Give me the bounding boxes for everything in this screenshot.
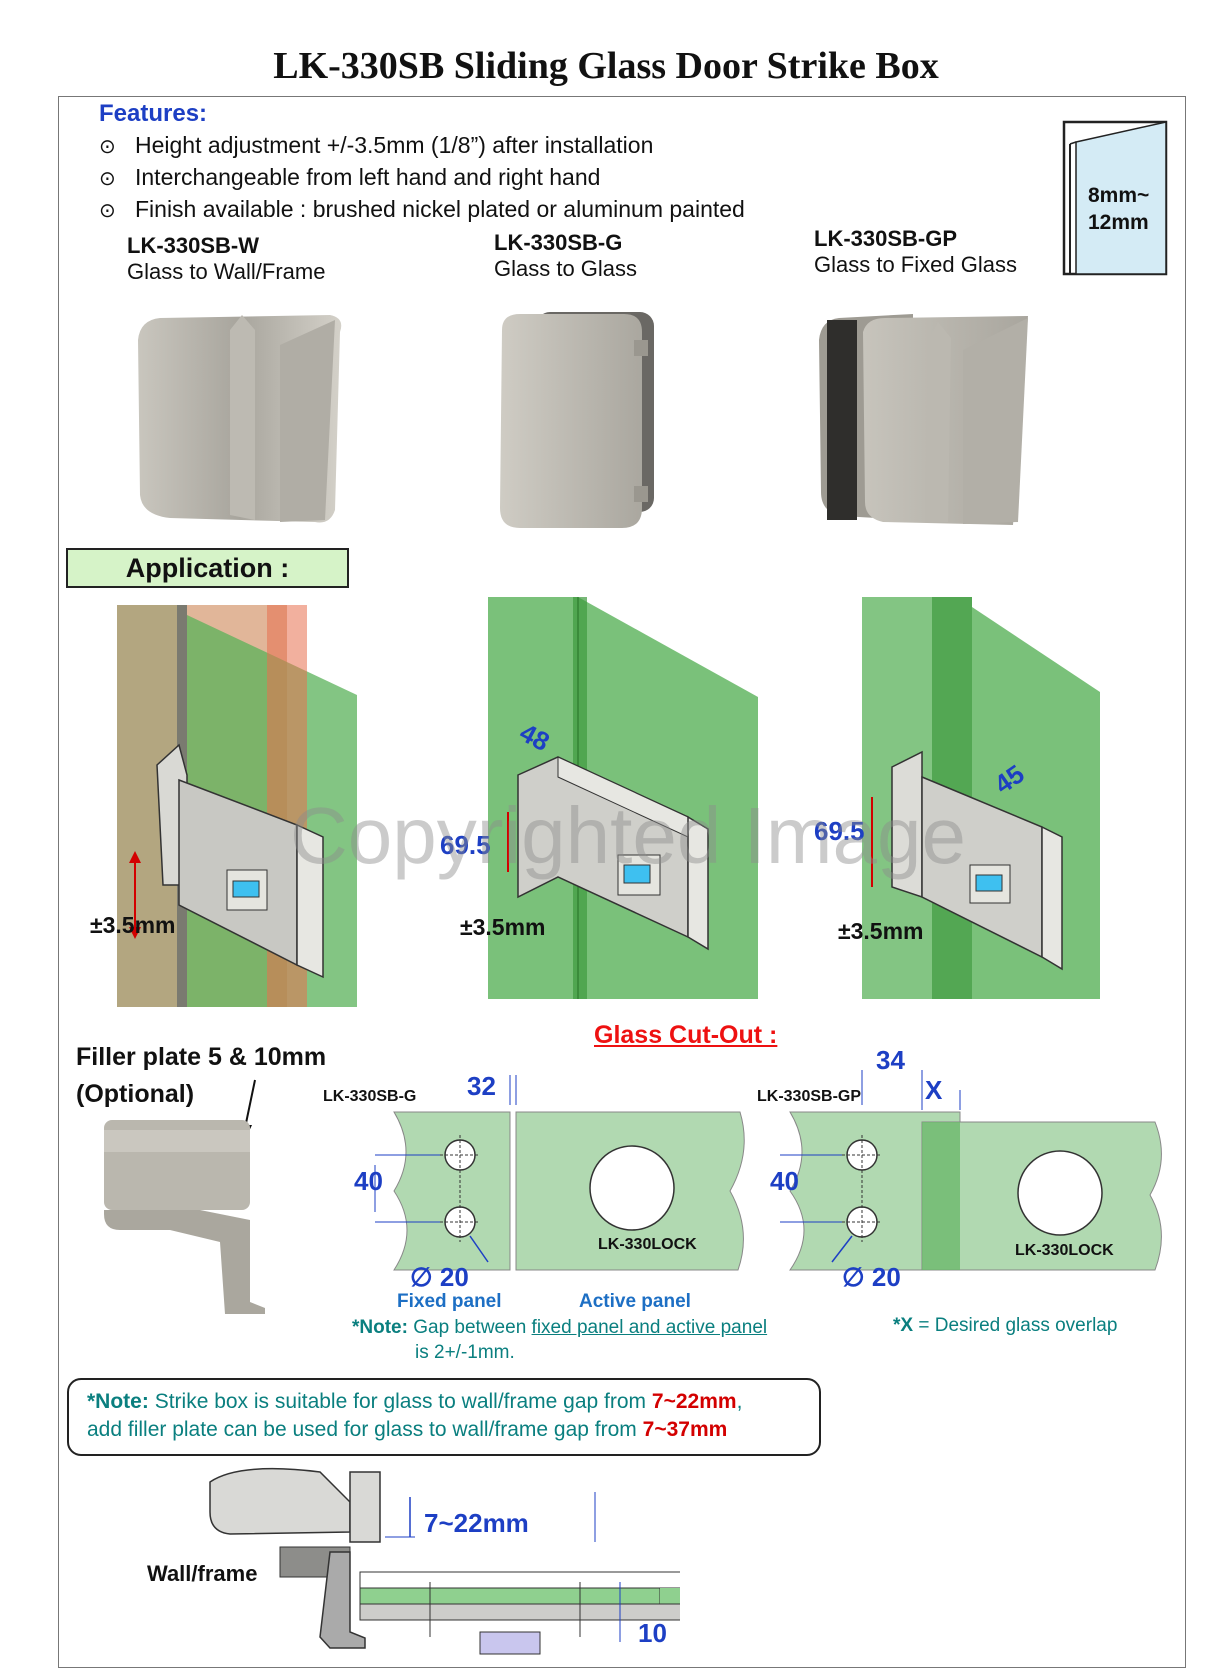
active-panel-label: Active panel	[579, 1291, 691, 1312]
fixed-panel-label: Fixed panel	[397, 1291, 502, 1312]
application-diagram-g	[488, 597, 758, 999]
cutout-g-offset: 32	[467, 1071, 496, 1101]
model-desc: Glass to Wall/Frame	[127, 259, 326, 284]
gap-note: *Note: Gap between fixed panel and activ…	[352, 1317, 768, 1338]
feature-item: ⊙Interchangeable from left hand and righ…	[99, 164, 601, 190]
feature-item: ⊙Finish available : brushed nickel plate…	[99, 196, 745, 222]
model-code: LK-330SB-GP	[814, 226, 958, 251]
cutout-g-lock: LK-330LOCK	[598, 1236, 697, 1253]
adjust-label-g: ±3.5mm	[460, 914, 546, 940]
cutout-gp-hole: ∅ 20	[842, 1262, 901, 1292]
cutout-gp-lock: LK-330LOCK	[1015, 1242, 1114, 1259]
model-desc: Glass to Glass	[494, 256, 638, 281]
filler-plate-label: Filler plate 5 & 10mm (Optional)	[76, 1043, 327, 1108]
glass-thickness-indicator: 8mm~ 12mm	[1062, 120, 1168, 276]
product-photo-w	[138, 315, 342, 523]
wall-frame-label: Wall/frame	[147, 1561, 258, 1586]
strike-box-g	[517, 756, 709, 951]
model-g: LK-330SB-G Glass to Glass	[494, 230, 637, 282]
adjust-label-w: ±3.5mm	[90, 912, 176, 938]
feature-item: ⊙Height adjustment +/-3.5mm (1/8”) after…	[99, 132, 654, 158]
cutout-g-spacing: 40	[354, 1166, 383, 1196]
page-title: LK-330SB Sliding Glass Door Strike Box	[273, 45, 939, 87]
product-photo-g	[500, 312, 654, 528]
cutout-gp-model: LK-330SB-GP	[757, 1088, 862, 1105]
page-frame	[58, 96, 1186, 1668]
filler-plate-photo	[104, 1079, 265, 1314]
dim-g-height: 69.5	[440, 830, 491, 860]
gap-note-line2: is 2+/-1mm.	[415, 1342, 515, 1363]
thickness-min: 8mm~	[1088, 184, 1150, 207]
section-gap-label: 7~22mm	[424, 1508, 529, 1538]
thickness-max: 12mm	[1088, 211, 1149, 234]
features-heading: Features:	[99, 100, 208, 127]
bullet-icon: ⊙	[99, 168, 116, 190]
glass-edge-icon	[1062, 120, 1168, 276]
cutout-title: Glass Cut-Out :	[594, 1021, 778, 1049]
section-thickness-label: 10	[638, 1618, 667, 1648]
product-photo-gp	[819, 314, 1028, 525]
application-diagram-gp	[862, 597, 1100, 999]
cutout-gp-spacing: 40	[770, 1166, 799, 1196]
cutout-gp-offset: 34	[876, 1045, 905, 1075]
dim-gp-height: 69.5	[814, 816, 865, 846]
strike-box-note: *Note: Strike box is suitable for glass …	[67, 1378, 821, 1456]
bullet-icon: ⊙	[99, 136, 116, 158]
cutout-g-hole: ∅ 20	[410, 1262, 469, 1292]
cutout-g-model: LK-330SB-G	[323, 1088, 417, 1105]
section-drawing	[209, 1467, 680, 1655]
adjust-label-gp: ±3.5mm	[838, 918, 924, 944]
cutout-g-drawing	[374, 1075, 745, 1271]
application-label: Application :	[66, 548, 349, 588]
strike-box-w	[156, 743, 324, 979]
overlap-note: *X = Desired glass overlap	[893, 1315, 1118, 1336]
model-w: LK-330SB-W Glass to Wall/Frame	[127, 233, 325, 285]
cutout-gp-drawing	[780, 1070, 1162, 1271]
cutout-gp-overlap: X	[925, 1075, 943, 1105]
model-code: LK-330SB-W	[127, 233, 260, 258]
bullet-icon: ⊙	[99, 200, 116, 222]
watermark: Copyrighted Image	[290, 791, 966, 880]
strike-box-gp	[891, 750, 1063, 971]
application-diagram-w	[117, 605, 357, 1007]
model-gp: LK-330SB-GP Glass to Fixed Glass	[814, 226, 1017, 278]
model-code: LK-330SB-G	[494, 230, 623, 255]
model-desc: Glass to Fixed Glass	[814, 252, 1017, 277]
